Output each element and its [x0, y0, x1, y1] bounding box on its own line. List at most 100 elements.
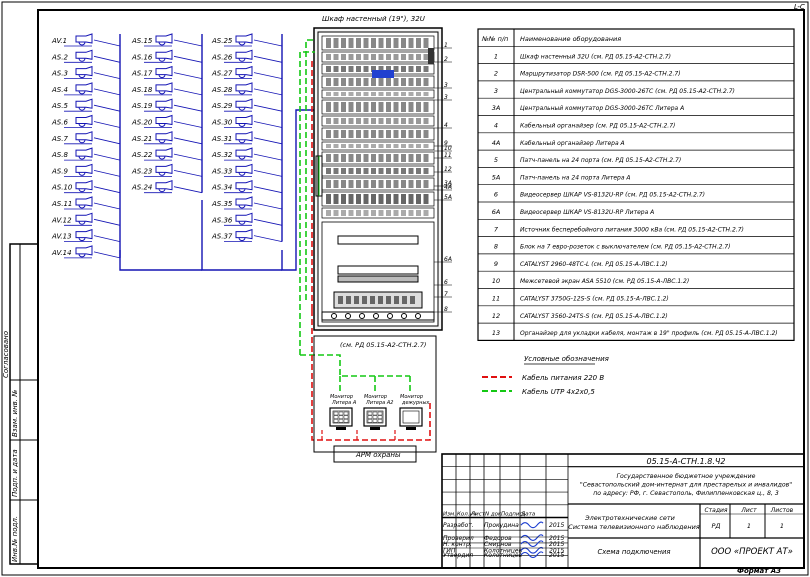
table-row-num: 8 — [494, 243, 498, 251]
camera-3-5: AS.29 — [211, 98, 283, 112]
camera-1-14: AV.14 — [51, 245, 121, 259]
tb-date: 2015 — [549, 522, 564, 529]
tb-header-col: Лист — [470, 512, 486, 518]
camera-1-8: AS.8 — [51, 147, 121, 161]
table-row-num: 6 — [494, 191, 498, 199]
table-row-name: Кабельный органайзер (см. РД 05.15-А2-СТ… — [520, 123, 675, 130]
tb-name: Колотницев — [484, 552, 523, 559]
callout-6: 9 — [434, 140, 452, 147]
camera-label: AS.4 — [51, 86, 68, 94]
camera-3-10: AS.34 — [211, 180, 283, 194]
callout-label: 6А — [444, 256, 452, 263]
camera-label: AS.21 — [131, 135, 152, 143]
tb-stage-header: Стадия — [704, 507, 727, 514]
signature — [520, 540, 544, 548]
camera-trunk — [119, 250, 202, 271]
camera-label: AS.32 — [211, 151, 233, 159]
camera-label: AS.16 — [131, 53, 153, 61]
table-row-name: CATALYST 3560-24TS-S (см. РД 05.15-А-ЛВС… — [520, 313, 668, 320]
callout-4: 3 — [434, 94, 452, 101]
table-row-name: Источник бесперебойного питания 3000 кВа… — [520, 226, 744, 233]
tb-org-line: Государственное бюджетное учреждение — [617, 472, 756, 480]
camera-label: AS.2 — [51, 53, 68, 61]
tb-org-line: "Севастопольский дом-интернат для преста… — [580, 482, 792, 489]
tb-org-line: по адресу: РФ, г. Севастополь, Филиппенк… — [593, 490, 779, 497]
camera-3-11: AS.35 — [211, 196, 283, 210]
camera-1-5: AS.5 — [51, 98, 121, 112]
format-label: Формат А3 — [737, 567, 781, 575]
camera-label: AS.8 — [51, 151, 68, 159]
table-row-name: Видеосервер ШКАР VS-8132U-RP Литера А — [520, 209, 654, 216]
signature — [520, 521, 544, 529]
camera-3-1: AS.25 — [211, 33, 283, 47]
rack-unit — [321, 89, 435, 99]
table-row-name: Шкаф настенный 32U (см. РД 05.15-А2-СТН.… — [520, 53, 671, 60]
tb-system-1: Электротехнические сети — [584, 514, 675, 522]
callout-9: 12 — [434, 166, 452, 173]
callout-12: 5А — [434, 194, 452, 201]
monitor-label-2: Литера А — [331, 400, 357, 406]
rack-unit — [321, 207, 435, 219]
cabinet-title: Шкаф настенный (19"), 32U — [322, 15, 425, 23]
table-row-name: Органайзер для укладки кабеля, монтаж в … — [520, 330, 778, 337]
legend-power-label: Кабель питания 220 В — [522, 374, 604, 382]
ups-panel — [337, 235, 419, 245]
camera-3-8: AS.32 — [211, 147, 283, 161]
tb-role: ГИП — [443, 548, 456, 555]
tb-name: Смирнов — [484, 541, 512, 548]
signature — [520, 551, 544, 559]
callout-label: 5А — [444, 194, 452, 201]
rack-unit — [321, 177, 435, 191]
rack-unit — [321, 141, 435, 151]
tb-header-col: Изм. — [443, 512, 456, 518]
table-row-name: Патч-панель на 24 порта Литера А — [520, 174, 631, 181]
table-row-num: 9 — [494, 260, 498, 268]
camera-label: AS.30 — [211, 119, 233, 127]
camera-label: AS.6 — [51, 119, 68, 127]
tb-role: Проверил — [443, 535, 474, 542]
camera-1-3: AS.3 — [51, 65, 121, 79]
tb-stage-header: Листов — [770, 507, 794, 514]
camera-label: AS.29 — [211, 102, 233, 110]
tb-stage-header: Лист — [740, 507, 757, 514]
table-row-num: 4А — [492, 139, 501, 147]
tb-date: 2015 — [549, 552, 564, 559]
camera-3-3: AS.27 — [211, 65, 283, 79]
tb-name: Колотницев — [484, 548, 523, 555]
camera-label: AS.18 — [131, 86, 153, 94]
callout-7: 10 — [434, 145, 452, 152]
callout-label: 2 — [444, 56, 448, 63]
camera-groups: AV.1AS.2AS.3AS.4AS.5AS.6AS.7AS.8AS.9AS.1… — [51, 33, 318, 271]
camera-label: AV.12 — [51, 216, 72, 224]
camera-3-13: AS.37 — [211, 228, 283, 243]
table-row-name: CATALYST 2960-48TC-L (см. РД 05.15-А-ЛВС… — [520, 261, 668, 268]
legend-utp-label: Кабель UTP 4х2х0,5 — [522, 388, 595, 396]
camera-1-4: AS.4 — [51, 82, 121, 96]
rack-unit — [321, 165, 435, 177]
callout-label: 11 — [444, 152, 452, 159]
camera-3-9: AS.33 — [211, 163, 283, 177]
camera-1-13: AV.13 — [51, 228, 121, 243]
tb-header-col: Кол.уч — [457, 512, 477, 518]
table-row-num: 6А — [492, 208, 501, 216]
rack-unit — [321, 99, 435, 115]
table-row-num: 3 — [494, 87, 498, 95]
camera-label: AS.26 — [211, 53, 233, 61]
camera-label: AS.9 — [51, 167, 68, 175]
tb-header-col: N док. — [485, 512, 503, 518]
callout-14: 6 — [434, 279, 452, 286]
callout-10: 3А — [434, 180, 452, 187]
callout-label: 3 — [444, 94, 448, 101]
callout-8: 11 — [434, 152, 452, 159]
stamp-vzam-inv: Взам. инв. № — [11, 389, 19, 437]
camera-2-5: AS.19 — [131, 98, 203, 112]
callout-5: 4 — [434, 122, 452, 129]
camera-1-10: AS.10 — [51, 180, 121, 194]
arm-label: АРМ охраны — [355, 451, 401, 459]
